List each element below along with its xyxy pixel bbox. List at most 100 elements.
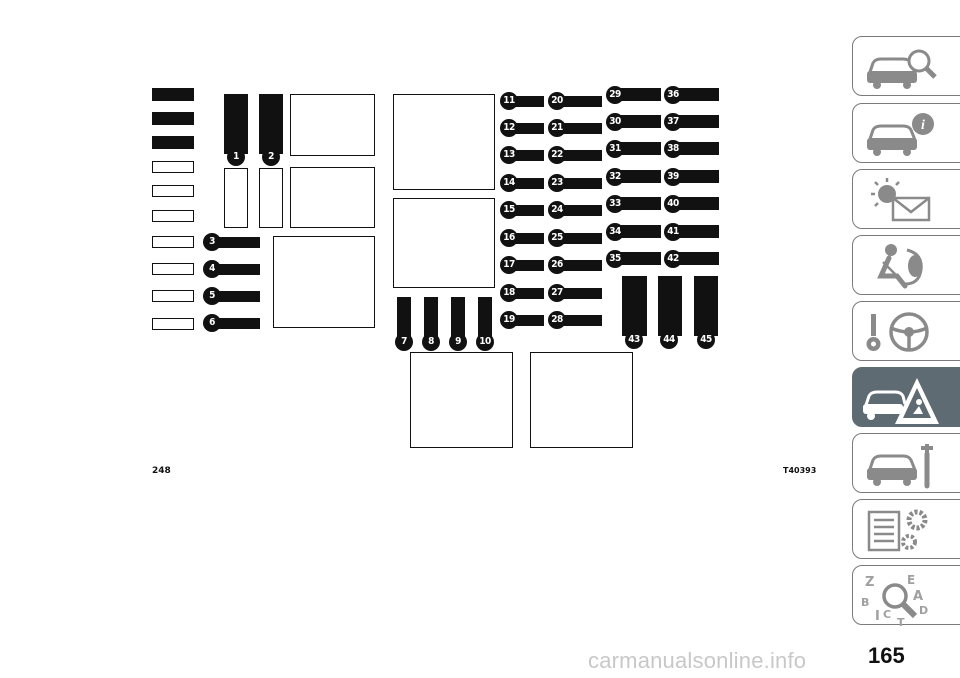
spare-fuse-slot: [152, 112, 194, 125]
fuse-label-20: 20: [548, 92, 566, 110]
empty-fuse-slot: [259, 168, 283, 228]
fuse-8: [424, 297, 438, 339]
fuse-label-13: 13: [500, 146, 518, 164]
fuse-29: [613, 88, 661, 101]
car-info-icon: i: [867, 113, 934, 156]
empty-fuse-slot: [152, 263, 194, 275]
empty-fuse-slot: [152, 210, 194, 222]
fuse-41: [671, 225, 719, 238]
fuse-label-38: 38: [664, 140, 682, 158]
fuse-28: [555, 315, 602, 326]
breakdown-warning-triangle-icon: [863, 378, 939, 424]
fuse-21: [555, 123, 602, 134]
fuse-label-29: 29: [606, 86, 624, 104]
fuse-44: [658, 276, 682, 336]
page-number: 165: [868, 643, 905, 668]
fuse-label-10: 10: [476, 333, 494, 351]
watermark: carmanualsonline.info: [588, 648, 807, 673]
figure-code: T40393: [783, 466, 817, 475]
fuse-2: [259, 94, 283, 154]
tab-index[interactable]: Z E A B D I C T: [852, 565, 960, 626]
tab-safety-devices[interactable]: [852, 235, 960, 295]
fuse-label-42: 42: [664, 250, 682, 268]
spare-fuse-slot: [152, 136, 194, 149]
tab-technical-specifications[interactable]: [852, 499, 960, 559]
svg-text:E: E: [907, 573, 915, 587]
fuse-5: [210, 291, 260, 302]
fuse-10: [478, 297, 492, 339]
relay-slot: [273, 236, 375, 328]
fuse-43: [622, 276, 647, 336]
fuse-label-30: 30: [606, 113, 624, 131]
empty-fuse-slot: [152, 236, 194, 248]
fuse-9: [451, 297, 465, 339]
fuse-label-24: 24: [548, 201, 566, 219]
fuse-label-32: 32: [606, 168, 624, 186]
fuse-label-12: 12: [500, 119, 518, 137]
fuse-label-9: 9: [449, 333, 467, 351]
tab-servicing-care[interactable]: [852, 433, 960, 493]
fuse-16: [507, 233, 544, 244]
relay-slot: [393, 198, 495, 288]
empty-fuse-slot: [152, 290, 194, 302]
relay-slot: [410, 352, 513, 448]
alphabetical-index-icon: Z E A B D I C T: [861, 573, 928, 626]
fuse-label-28: 28: [548, 311, 566, 329]
fuse-label-8: 8: [422, 333, 440, 351]
tab-starting-driving[interactable]: [852, 301, 960, 361]
fuse-label-11: 11: [500, 92, 518, 110]
fuse-label-43: 43: [625, 331, 643, 349]
fuse-13: [507, 150, 544, 161]
svg-text:T: T: [897, 616, 905, 626]
empty-fuse-slot: [152, 185, 194, 197]
fuse-label-6: 6: [203, 314, 221, 332]
fuse-label-34: 34: [606, 223, 624, 241]
relay-slot: [290, 94, 375, 156]
fuse-label-31: 31: [606, 140, 624, 158]
warning-lights-message-icon: [871, 178, 931, 222]
fuse-7: [397, 297, 411, 339]
relay-slot: [290, 167, 375, 228]
relay-slot: [393, 94, 495, 190]
fuse-label-4: 4: [203, 260, 221, 278]
fuse-label-26: 26: [548, 256, 566, 274]
fuse-32: [613, 170, 661, 183]
fuse-27: [555, 288, 602, 299]
empty-fuse-slot: [224, 168, 248, 228]
fuse-30: [613, 115, 661, 128]
fuse-label-25: 25: [548, 229, 566, 247]
fuse-26: [555, 260, 602, 271]
fuse-3: [210, 237, 260, 248]
tab-in-an-emergency[interactable]: [852, 367, 960, 427]
fuse-label-18: 18: [500, 284, 518, 302]
fuse-11: [507, 96, 544, 107]
tab-dashboard-knowledge[interactable]: [852, 36, 960, 96]
relay-slot: [530, 352, 633, 448]
svg-text:D: D: [919, 604, 928, 617]
fuse-37: [671, 115, 719, 128]
svg-text:Z: Z: [865, 575, 874, 590]
empty-fuse-slot: [152, 318, 194, 330]
key-steering-wheel-icon: [866, 312, 929, 352]
svg-text:B: B: [861, 596, 869, 609]
fuse-label-2: 2: [262, 148, 280, 166]
tab-safety[interactable]: i: [852, 103, 960, 163]
fuse-label-27: 27: [548, 284, 566, 302]
empty-fuse-slot: [152, 161, 194, 173]
fuse-label-45: 45: [697, 331, 715, 349]
fuse-label-41: 41: [664, 223, 682, 241]
fuse-19: [507, 315, 544, 326]
fuse-label-33: 33: [606, 195, 624, 213]
fuse-25: [555, 233, 602, 244]
fuse-label-40: 40: [664, 195, 682, 213]
fuse-label-15: 15: [500, 201, 518, 219]
fuse-1: [224, 94, 248, 154]
fuse-label-1: 1: [227, 148, 245, 166]
fuse-label-14: 14: [500, 174, 518, 192]
fuse-38: [671, 142, 719, 155]
tab-warning-lights[interactable]: [852, 169, 960, 229]
fuse-label-16: 16: [500, 229, 518, 247]
fuse-31: [613, 142, 661, 155]
fuse-label-23: 23: [548, 174, 566, 192]
fuse-label-36: 36: [664, 86, 682, 104]
